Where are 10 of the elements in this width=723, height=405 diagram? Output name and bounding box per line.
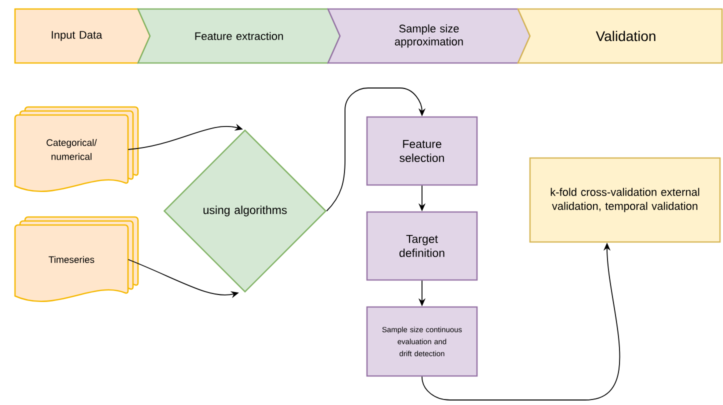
stage-header: Sample size approximation: [327, 8, 531, 64]
process-box: Target definition: [366, 211, 478, 281]
stage-header: Input Data: [14, 8, 151, 64]
process-box: k-fold cross-validation external validation, temporal validation: [529, 157, 721, 243]
document-stack: Timeseries: [14, 216, 139, 302]
stage-header: Feature extraction: [137, 8, 341, 64]
document-stack: Categorical/ numerical: [14, 106, 139, 192]
arrow: [326, 88, 426, 212]
stage-header: Validation: [517, 8, 723, 64]
process-box: Feature selection: [366, 116, 478, 186]
